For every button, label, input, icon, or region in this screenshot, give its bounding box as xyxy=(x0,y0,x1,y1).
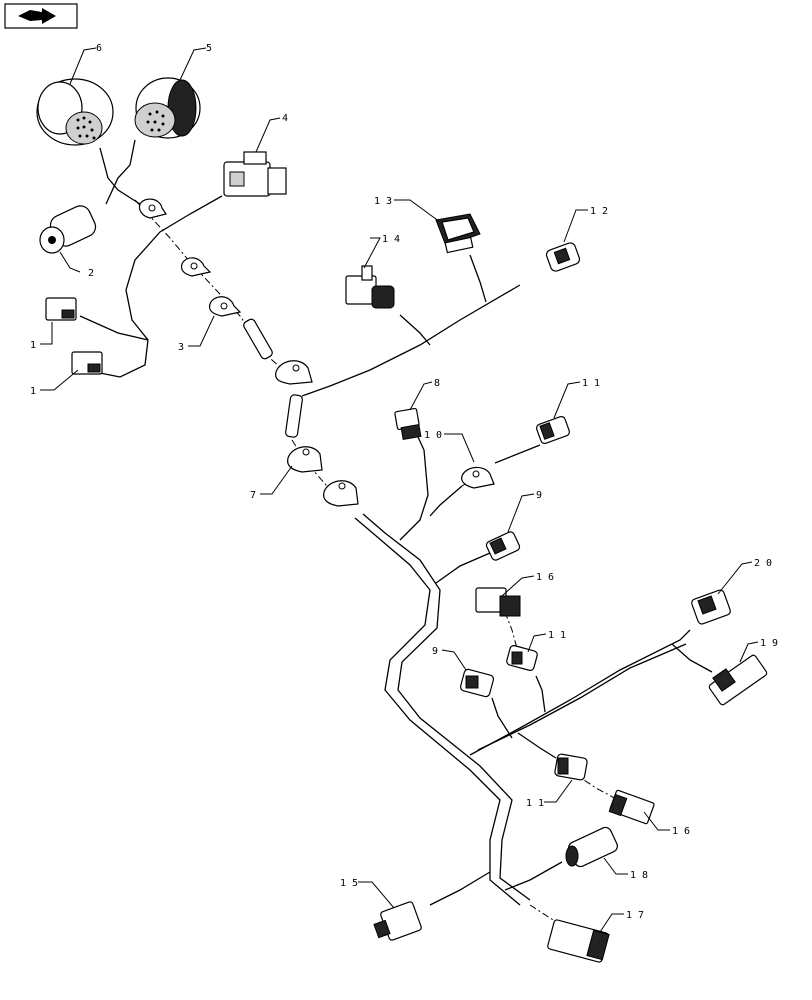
callout-11b: 1 1 xyxy=(548,630,566,641)
connector-19[interactable] xyxy=(708,654,768,706)
connector-15[interactable] xyxy=(373,901,422,941)
callout-10: 1 0 xyxy=(424,430,442,441)
callout-9a: 9 xyxy=(536,490,542,501)
callout-15: 1 5 xyxy=(340,878,358,889)
connector-17[interactable] xyxy=(547,919,610,963)
callout-13: 1 3 xyxy=(374,196,392,207)
callout-20: 2 0 xyxy=(754,558,772,569)
connector-18[interactable] xyxy=(565,825,619,868)
callout-labels: 6 5 4 2 1 1 3 1 3 1 2 1 4 8 1 0 1 1 7 9 … xyxy=(30,43,778,921)
connector-12[interactable] xyxy=(545,242,581,273)
connector-4[interactable] xyxy=(223,151,287,197)
callout-11c: 1 1 xyxy=(526,798,544,809)
clamp-upper-2[interactable] xyxy=(180,257,212,277)
callout-17: 1 7 xyxy=(626,910,644,921)
callout-19: 1 9 xyxy=(760,638,778,649)
connector-6[interactable] xyxy=(36,78,114,146)
callout-12: 1 2 xyxy=(590,206,608,217)
leader-lines xyxy=(40,47,759,933)
connector-1a[interactable] xyxy=(45,297,77,321)
next-page-arrow-icon[interactable] xyxy=(4,3,78,29)
sleeve-mid xyxy=(285,394,303,438)
callout-4: 4 xyxy=(282,113,288,124)
connector-2[interactable] xyxy=(39,203,99,254)
clamp-7b[interactable] xyxy=(323,480,359,507)
callout-9b: 9 xyxy=(432,646,438,657)
callout-11a: 1 1 xyxy=(582,378,600,389)
callout-5: 5 xyxy=(206,43,212,54)
callout-16b: 1 6 xyxy=(672,826,690,837)
callout-1b: 1 xyxy=(30,386,36,397)
connector-9b[interactable] xyxy=(459,668,495,698)
clamp-10[interactable] xyxy=(461,466,495,489)
callout-18: 1 8 xyxy=(630,870,648,881)
connector-20[interactable] xyxy=(691,589,732,625)
callout-8: 8 xyxy=(434,378,440,389)
connector-11a[interactable] xyxy=(535,415,570,445)
callout-3: 3 xyxy=(178,342,184,353)
connector-11c[interactable] xyxy=(554,753,588,781)
clamp-upper-1[interactable] xyxy=(138,198,167,219)
connector-1b[interactable] xyxy=(71,351,103,375)
harness-wires xyxy=(79,139,713,906)
callout-1a: 1 xyxy=(30,340,36,351)
connector-16b[interactable] xyxy=(608,789,655,825)
callout-6: 6 xyxy=(96,43,102,54)
sleeve-3 xyxy=(243,318,273,360)
callout-14: 1 4 xyxy=(382,234,400,245)
assembly-dash-lines xyxy=(134,199,619,926)
callout-7: 7 xyxy=(250,490,256,501)
connector-16a[interactable] xyxy=(475,587,521,617)
clamp-mid[interactable] xyxy=(275,360,313,385)
connector-8[interactable] xyxy=(394,407,422,441)
clamp-3[interactable] xyxy=(208,296,242,317)
callout-2: 2 xyxy=(88,268,94,279)
connector-13[interactable] xyxy=(435,213,481,254)
connector-5[interactable] xyxy=(134,77,201,139)
callout-16a: 1 6 xyxy=(536,572,554,583)
connector-14[interactable] xyxy=(345,265,395,309)
clamp-7a[interactable] xyxy=(287,446,323,473)
connector-11b[interactable] xyxy=(506,645,538,672)
connector-9a[interactable] xyxy=(485,531,521,562)
